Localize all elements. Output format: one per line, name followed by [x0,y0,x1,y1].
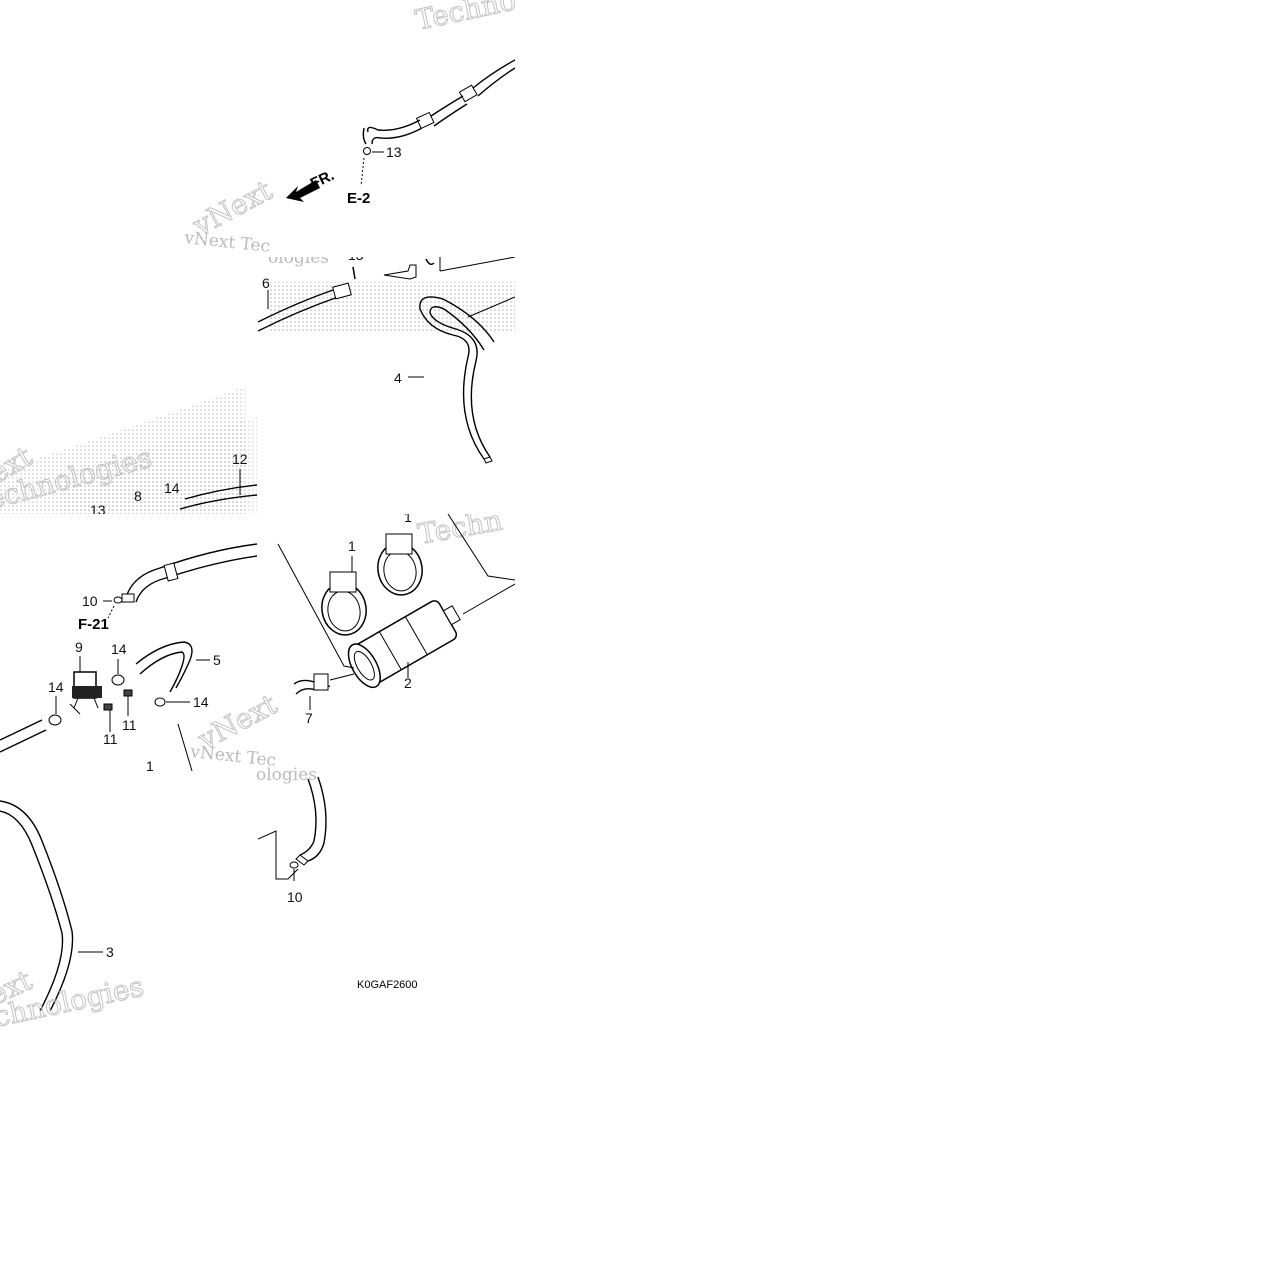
clip-14-b [111,674,125,686]
hose-3 [0,800,74,1012]
callout-4: 4 [394,370,402,386]
tile-hose-3: 3 ext chnologies [0,771,257,1028]
watermark-ologies: ologies [268,257,329,268]
tile-fr-arrow-e2: Techno 13 E-2 FR. [258,0,515,257]
callout-1-clamp-b: 1 [348,538,356,554]
tile-hoses-6-4: ologies 13 6 4 [258,257,515,514]
hose-6 [258,288,337,323]
bolt-11-b [103,703,113,711]
callout-7: 7 [305,710,313,726]
hose-upper-f21 [125,543,257,599]
callout-13-mid: 13 [348,257,364,263]
evap-canister [347,600,461,689]
ref-e2: E-2 [347,190,370,207]
hose-joint-lower [415,111,435,130]
hose-upper-end [472,59,515,89]
hose-5 [135,641,193,689]
watermark-techno: Techno [413,0,515,37]
purge-solenoid-valve [72,671,102,709]
callout-8: 8 [134,488,142,504]
callout-14-b: 14 [111,641,127,657]
tile-hose-10: 10 K0GAF2600 [258,771,515,1028]
bolt-11-a [123,689,133,697]
callout-6: 6 [262,275,270,291]
clip-10-lower [289,861,299,869]
callout-2: 2 [404,675,412,691]
callout-9: 9 [75,639,83,655]
callout-14-left: 14 [48,679,64,695]
clip-14-left [48,714,62,726]
hose-10-lower [299,778,317,856]
callout-10-upper: 10 [82,593,98,609]
callout-1-clamp-a: 1 [404,514,412,525]
tile-solenoid: 10 F-21 9 14 5 14 11 11 14 1 [0,514,257,771]
callout-13-left: 13 [90,502,106,514]
callout-11-b: 11 [103,731,118,747]
callout-3: 3 [106,944,114,960]
hose-12 [184,484,257,500]
callout-14-c: 14 [193,694,209,710]
callout-5: 5 [213,652,221,668]
callout-13-top: 13 [386,144,402,160]
callout-10-lower: 10 [287,889,303,905]
callout-14-top: 14 [164,480,180,496]
diagram-code: K0GAF2600 [357,979,418,991]
callout-11-a: 11 [122,717,137,733]
tile-hose-12: ext echnologies 12 8 14 13 [0,257,257,514]
front-arrow-icon [286,180,320,202]
clip-10-upper [113,596,123,604]
callout-12: 12 [232,451,248,467]
vent-nozzle [383,264,417,280]
hose-4 [419,296,495,460]
clip-14-c [154,697,166,707]
tile-canister: Techn 1 1 2 7 [258,514,515,771]
ref-f21: F-21 [78,616,109,633]
hose-left-lower [0,719,43,741]
front-label: FR. [308,167,337,193]
clip-13-top [363,147,371,155]
callout-1-lower: 1 [146,758,154,771]
